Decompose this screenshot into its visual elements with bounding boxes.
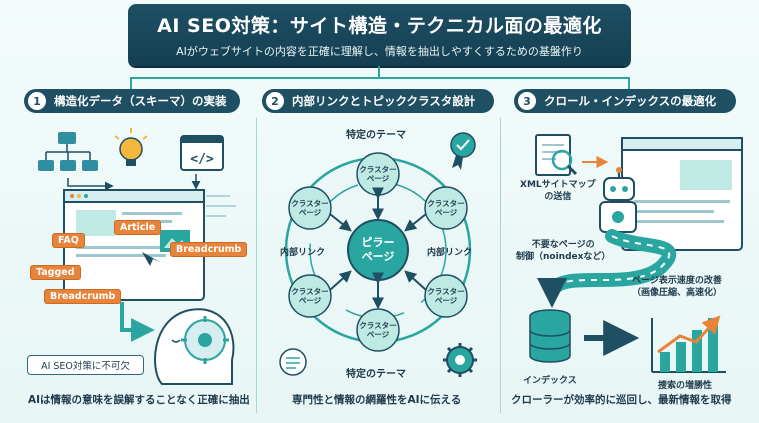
tag-breadcrumb-top: Breadcrumb (170, 242, 248, 257)
award-badge-icon (450, 132, 476, 170)
cluster-node-upper-left (288, 186, 332, 230)
code-icon: </> (180, 135, 224, 171)
internal-link-left: 内部リンク (280, 248, 326, 258)
section-3-number: 3 (518, 92, 536, 110)
cluster-label-lower-right: クラスター ページ (427, 287, 465, 306)
section-2-caption: 専門性と情報の網羅性をAIに伝える (292, 394, 462, 406)
cluster-label-top: クラスター ページ (359, 165, 397, 184)
lightbulb-icon (114, 128, 148, 166)
sitemap-label: XMLサイトマップ の送信 (520, 180, 596, 202)
tag-faq: FAQ (52, 233, 85, 248)
crawler-robot-icon (599, 167, 637, 233)
gear-icon (443, 343, 477, 377)
header-banner: AI SEO対策：サイト構造・テクニカル面の最適化 AIがウェブサイトの内容を正… (128, 4, 631, 66)
cluster-label-lower-left: クラスター ページ (291, 287, 329, 306)
cluster-node-lower-right (424, 274, 468, 318)
database-icon (529, 309, 571, 363)
cluster-node-lower-left (288, 274, 332, 318)
certificate-icon (279, 348, 307, 376)
tag-breadcrumb-bottom: Breadcrumb (44, 289, 122, 304)
section-2-title: 内部リンクとトピッククラスタ設計 (292, 94, 476, 108)
section-3-title: クロール・インデックスの最適化 (544, 94, 717, 108)
page-speed-label: ページ表示速度の改善 （画像圧縮、高速化） (632, 276, 723, 298)
noindex-label: 不要なページの 制御（noindexなど） (516, 240, 611, 262)
svg-text:</>: </> (190, 152, 214, 167)
growth-label: 捜索の増勝性 (658, 381, 713, 391)
divider-right (500, 118, 501, 413)
website-window (621, 137, 743, 251)
cluster-label-bottom: クラスター ページ (359, 321, 397, 340)
theme-label-bottom: 特定のテーマ (346, 369, 406, 380)
connector-left (130, 77, 132, 89)
growth-chart-icon (651, 315, 726, 373)
section-1-caption: AIは情報の意味を誤解することなく正確に抽出 (28, 394, 250, 406)
cluster-nodes (288, 152, 468, 352)
divider-left (256, 118, 257, 413)
note-essential: AI SEO対策に不可欠 (27, 355, 144, 375)
internal-link-right: 内部リンク (427, 248, 473, 258)
crawl-path-dashes (551, 235, 671, 293)
connector-trunk (378, 66, 380, 78)
pillar-page-label: ピラー ページ (361, 236, 395, 263)
cluster-label-upper-right: クラスター ページ (427, 199, 465, 218)
theme-label-top: 特定のテーマ (346, 130, 406, 141)
section-1-header: 1 構造化データ（スキーマ）の実装 (24, 89, 240, 113)
sitemap-tree-icon (38, 132, 98, 171)
section-1-title: 構造化データ（スキーマ）の実装 (54, 94, 227, 108)
sitemap-document-icon (535, 134, 578, 176)
cluster-label-upper-left: クラスター ページ (291, 199, 329, 218)
arrow-tree-to-page (67, 178, 114, 191)
section-1-number: 1 (28, 92, 46, 110)
cluster-node-upper-right (424, 186, 468, 230)
tag-article: Article (114, 220, 162, 235)
tag-tagged: Tagged (30, 265, 81, 280)
speed-lines (206, 195, 236, 217)
section-2-number: 2 (266, 92, 284, 110)
ai-head-icon (154, 308, 235, 385)
connector-bar (130, 77, 630, 79)
link-arrows (329, 187, 427, 310)
section-3-caption: クローラーが効率的に巡回し、最新情報を取得 (511, 394, 732, 406)
arrow-page-to-ai (120, 302, 155, 342)
section-2-header: 2 内部リンクとトピッククラスタ設計 (262, 89, 494, 113)
cursor-icon (142, 252, 160, 266)
connector-right (628, 77, 630, 89)
index-label: インデックス (523, 376, 577, 386)
page-subtitle: AIがウェブサイトの内容を正確に理解し、情報を抽出しやすくするための基盤作り (176, 45, 583, 58)
page-title: AI SEO対策：サイト構造・テクニカル面の最適化 (157, 15, 602, 37)
section-3-header: 3 クロール・インデックスの最適化 (514, 89, 736, 113)
browser-window (63, 189, 205, 301)
